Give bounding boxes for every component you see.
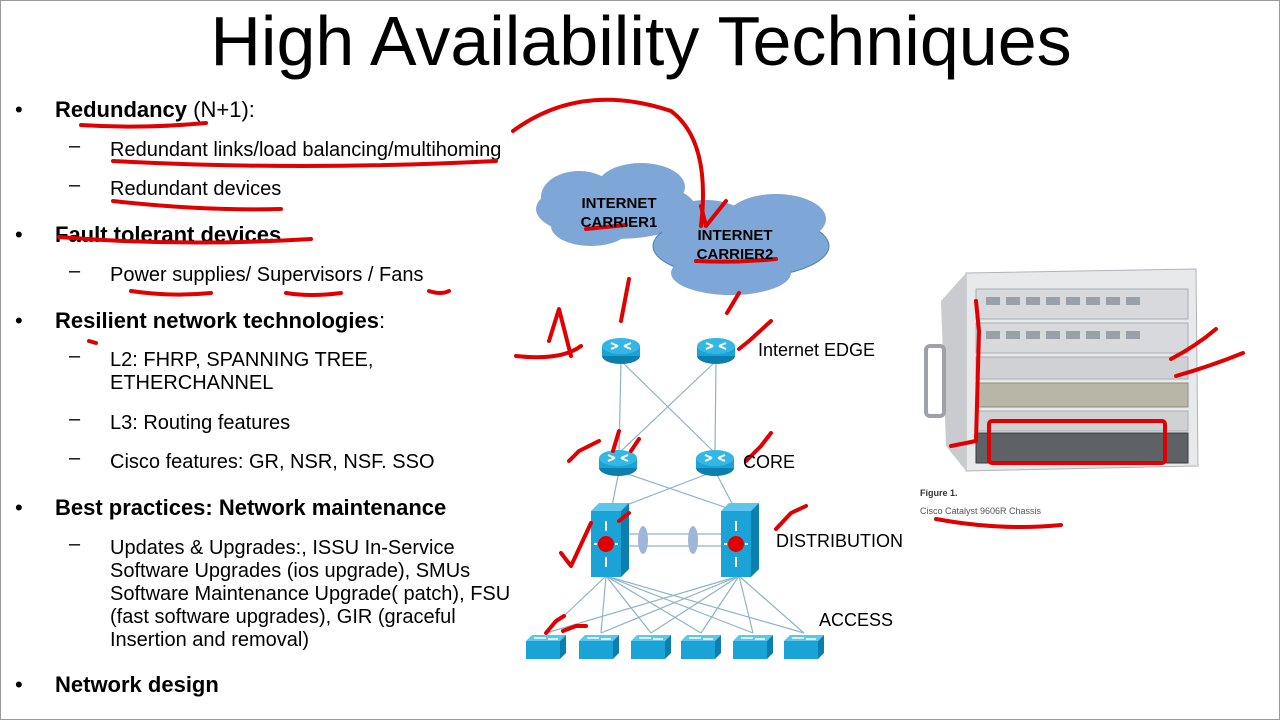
core-router-1: [598, 449, 638, 477]
sub-bullet-text: Redundant links/load balancing/multihomi…: [110, 139, 502, 161]
sub-bullet-text: L2: FHRP, SPANNING TREE, ETHERCHANNEL: [110, 349, 374, 394]
label-core: CORE: [743, 452, 796, 472]
slide-title: High Availability Techniques: [210, 2, 1072, 80]
etherchannel-marker: [638, 526, 648, 554]
sub-bullet-text: Updates & Upgrades:, ISSU In-Service Sof…: [110, 537, 511, 651]
bullet-text: Best practices: Network maintenance: [55, 495, 447, 520]
edge-router-1: [601, 337, 641, 365]
core-router-2: [695, 449, 735, 477]
bullet-text-suffix: :: [378, 308, 386, 333]
sub-bullet-text: Power supplies/ Supervisors / Fans: [110, 264, 424, 286]
access-switch: [630, 634, 672, 660]
handwritten-annotations: [57, 97, 1245, 635]
sub-bullet-text: Cisco features: GR, NSR, NSF. SSO: [110, 451, 435, 473]
bullet-text-suffix: (N+1):: [187, 97, 255, 122]
label-access: ACCESS: [819, 610, 894, 630]
access-switch: [525, 634, 567, 660]
edge-router-2: [696, 337, 736, 365]
figure-label: Figure 1.: [920, 488, 958, 498]
sub-bullet-text: Redundant devices: [110, 178, 282, 200]
etherchannel-marker: [688, 526, 698, 554]
cloud-label-carrier2: INTERNET CARRIER2: [696, 227, 774, 263]
bullet-text: Redundancy: [55, 97, 188, 122]
access-switch: [578, 634, 620, 660]
access-switch: [783, 634, 825, 660]
diagram-links: [545, 360, 805, 634]
figure-caption: Cisco Catalyst 9606R Chassis: [920, 506, 1042, 516]
catalyst-chassis-image: [924, 268, 1199, 472]
access-switch: [732, 634, 774, 660]
cloud-label-carrier1: INTERNET CARRIER1: [580, 195, 658, 231]
label-internet-edge: Internet EDGE: [758, 340, 876, 360]
access-switch: [680, 634, 722, 660]
annotation-dot: [87, 339, 98, 345]
bullet-list: • Redundancy (N+1): – Redundant links/lo…: [1, 1, 561, 721]
label-distribution: DISTRIBUTION: [776, 531, 904, 551]
bullet-text: Network design: [55, 672, 219, 697]
distribution-switch-2: [720, 502, 760, 578]
sub-bullet-text: L3: Routing features: [110, 412, 291, 434]
bullet-text: Resilient network technologies: [55, 308, 379, 333]
distribution-switch-1: [590, 502, 630, 578]
cloud-carrier1: [536, 163, 696, 246]
